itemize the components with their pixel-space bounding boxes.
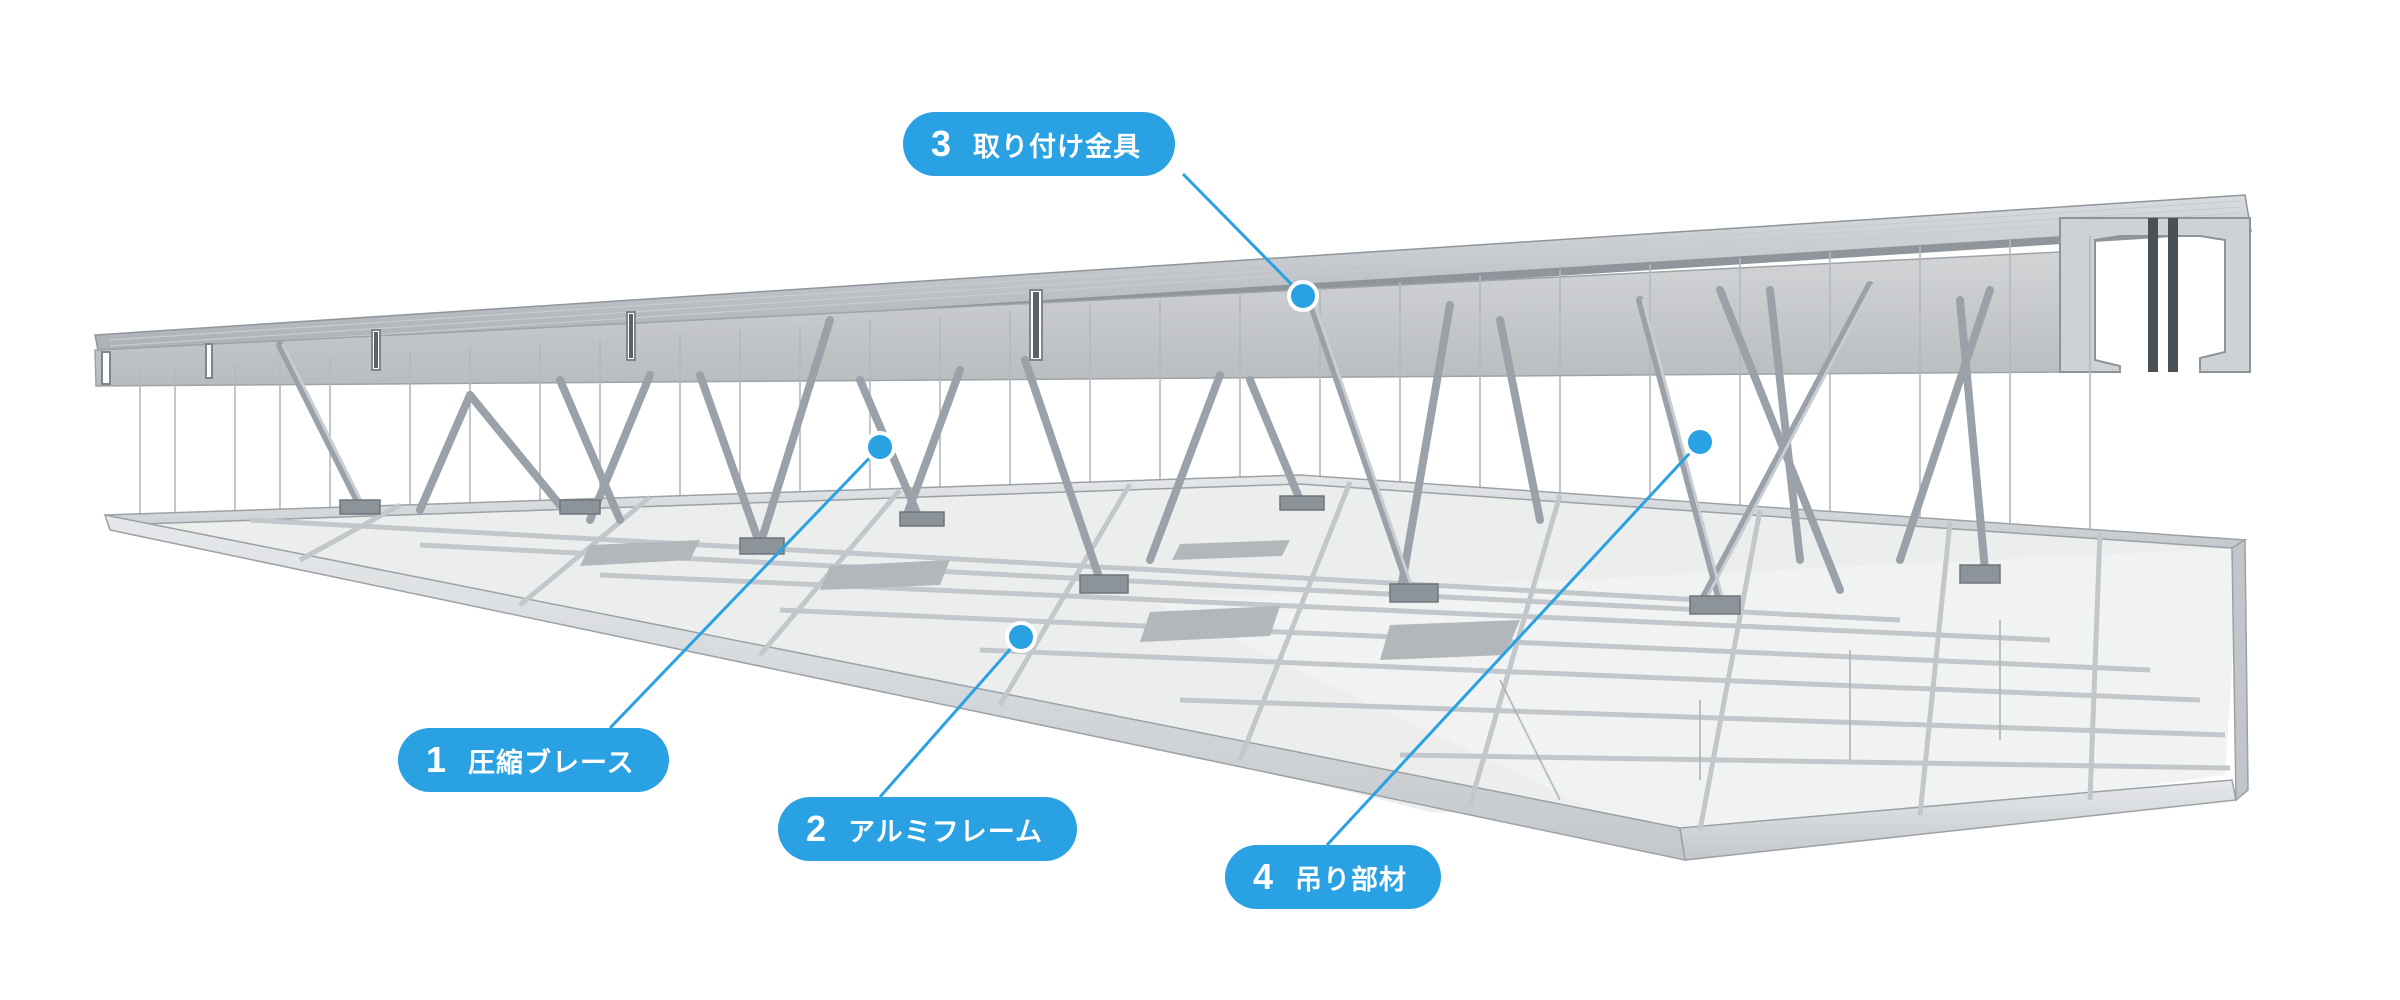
target-dot-2 bbox=[1005, 621, 1037, 653]
callout-compression-brace: 1 圧縮ブレース bbox=[398, 728, 669, 792]
callout-label: 圧縮ブレース bbox=[468, 747, 635, 779]
main-beam bbox=[94, 217, 2251, 387]
aluminum-frame-grid bbox=[103, 474, 2249, 861]
callout-label: 吊り部材 bbox=[1295, 864, 1408, 896]
target-dot-3 bbox=[1287, 280, 1319, 312]
target-dot-1 bbox=[864, 431, 896, 463]
callout-label: 取り付け金具 bbox=[973, 131, 1142, 163]
compression-braces bbox=[276, 281, 1994, 609]
callout-number: 1 bbox=[426, 739, 447, 780]
callout-number: 3 bbox=[931, 123, 952, 164]
callout-hanging-member: 4 吊り部材 bbox=[1225, 845, 1442, 909]
callout-mounting-bracket: 3 取り付け金具 bbox=[903, 112, 1176, 176]
leader-line-3 bbox=[1181, 172, 1305, 298]
leader-lines bbox=[608, 172, 1702, 847]
brace-highlights bbox=[281, 283, 1875, 607]
callout-number: 2 bbox=[806, 808, 827, 849]
callout-label: アルミフレーム bbox=[848, 816, 1043, 848]
leader-dots bbox=[864, 280, 1716, 653]
target-dot-4 bbox=[1684, 426, 1716, 458]
mounting-brackets bbox=[339, 495, 2001, 615]
callout-number: 4 bbox=[1253, 856, 1274, 897]
callout-aluminum-frame: 2 アルミフレーム bbox=[778, 797, 1077, 861]
leader-line-2 bbox=[878, 636, 1023, 798]
leader-line-4 bbox=[1325, 440, 1702, 847]
leader-line-1 bbox=[608, 445, 882, 730]
